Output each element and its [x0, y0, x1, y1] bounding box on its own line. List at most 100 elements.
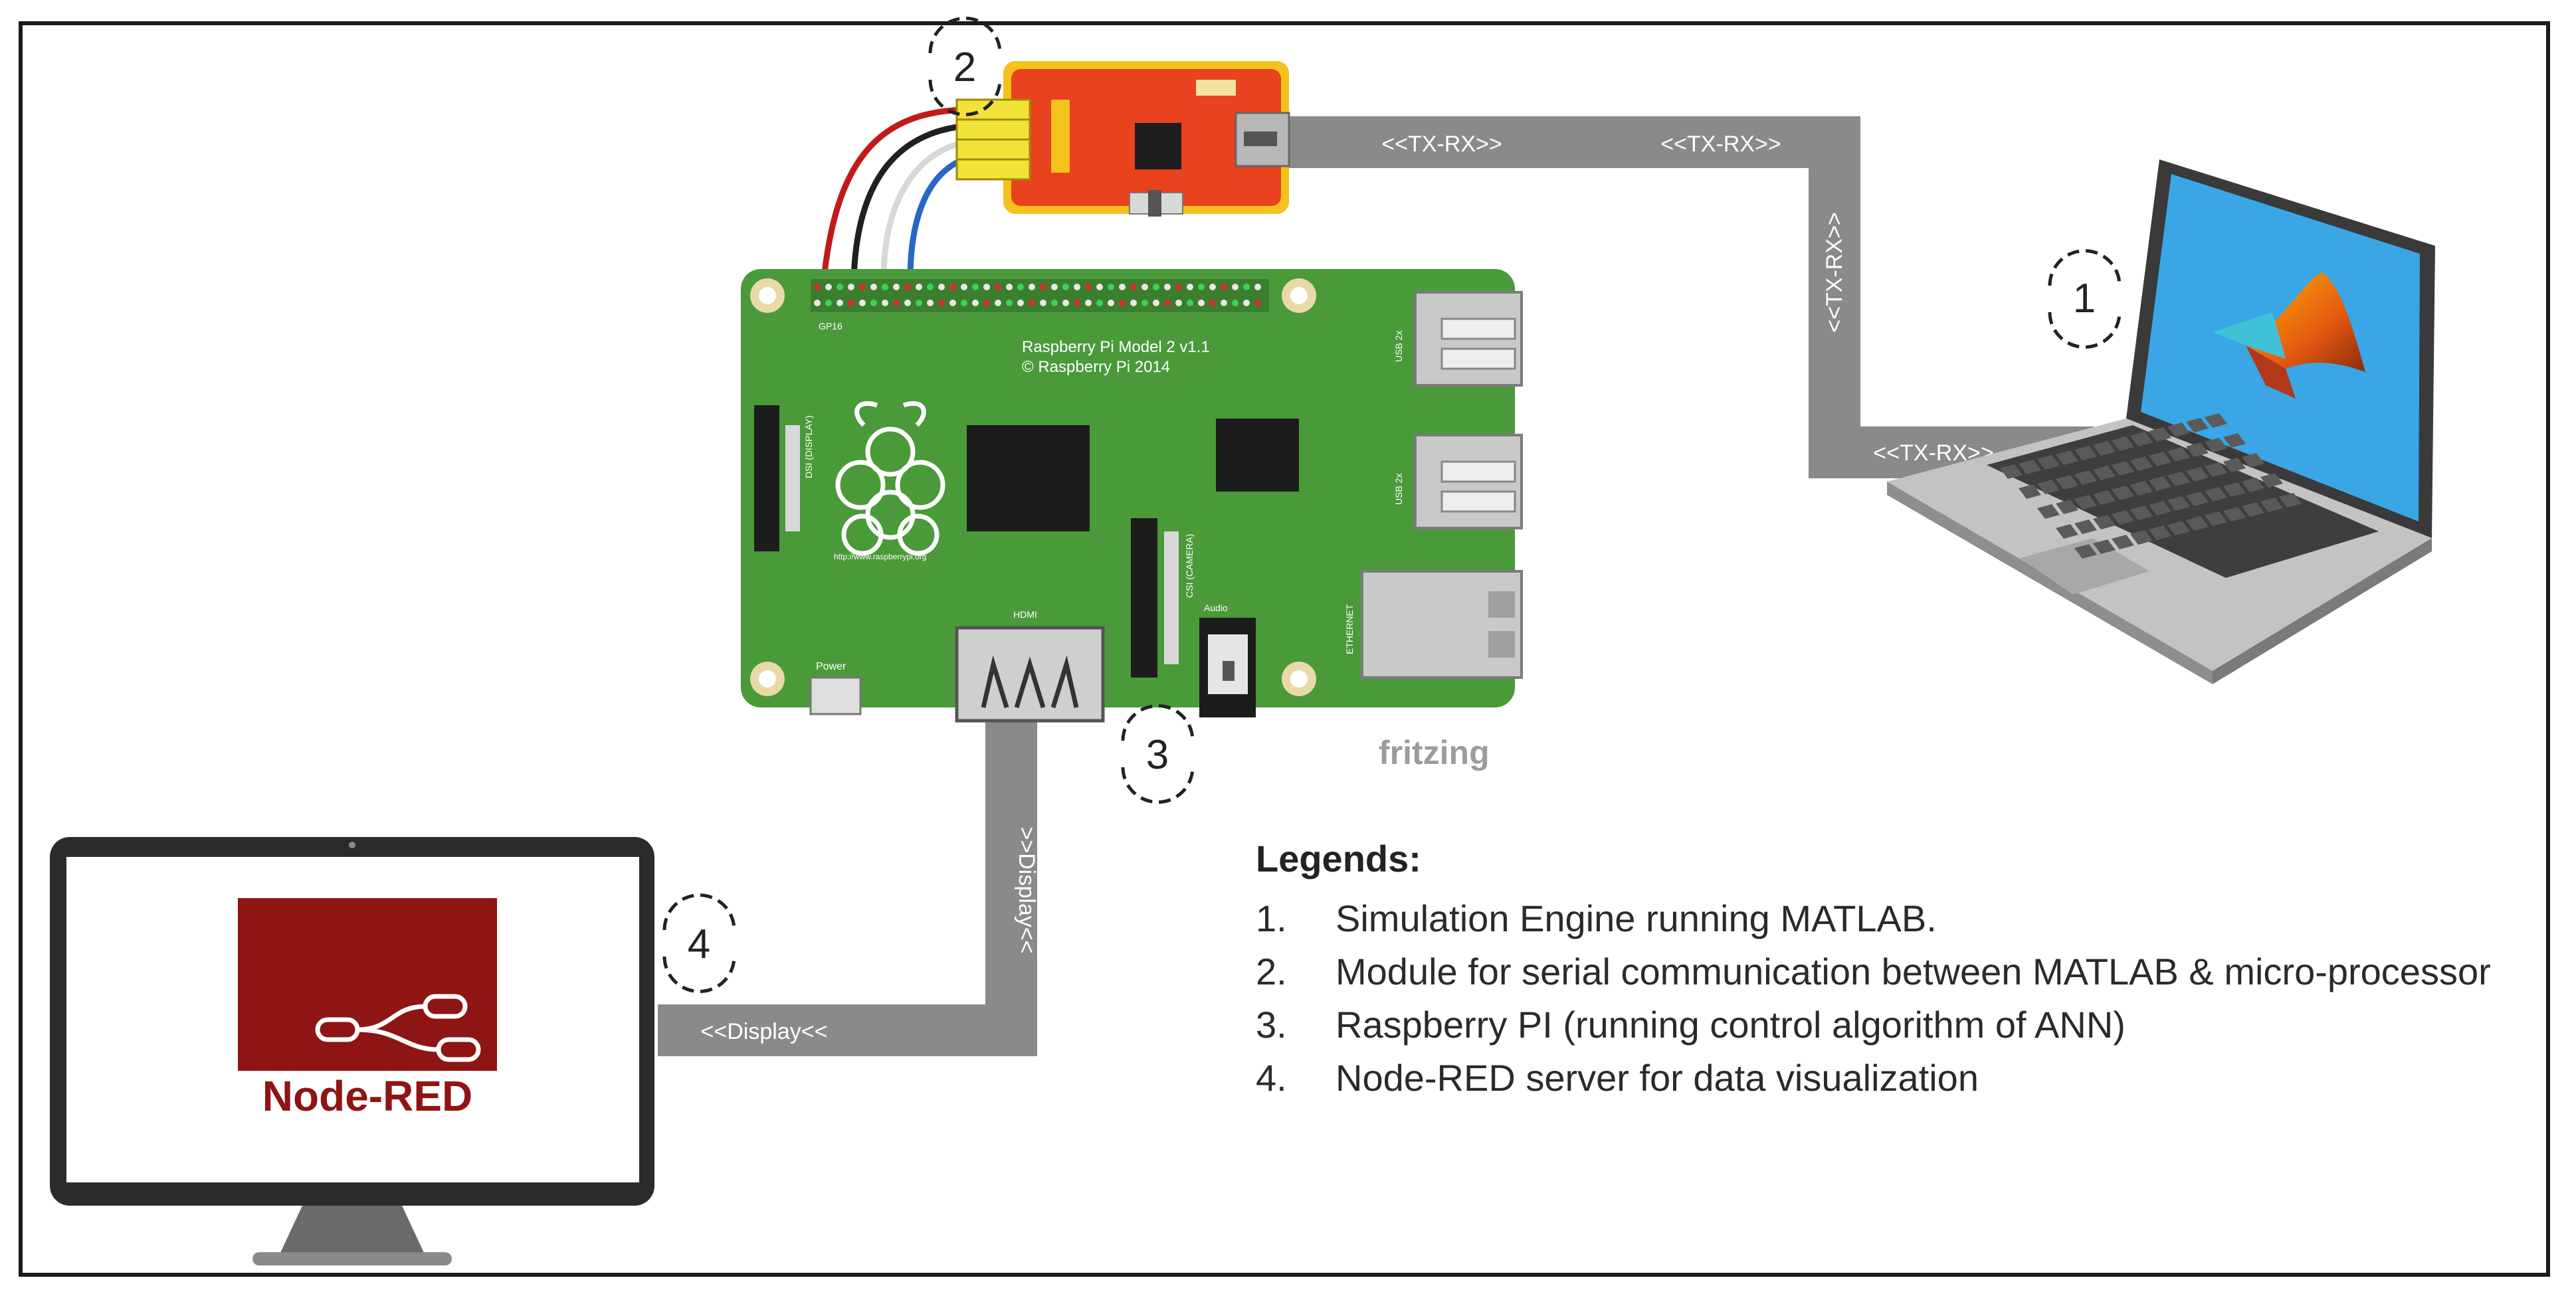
- gpio-pin: [1198, 284, 1205, 290]
- laptop-key: [2056, 500, 2078, 514]
- gpio-pin: [927, 300, 934, 306]
- marker-1: 1: [2048, 249, 2122, 349]
- laptop-key: [2223, 458, 2246, 472]
- gpio-pin: [1006, 300, 1013, 306]
- laptop-key: [2205, 487, 2227, 502]
- laptop-key: [2223, 482, 2246, 497]
- gpio-pin: [814, 284, 821, 290]
- board-usb2-text: USB 2x: [1393, 474, 1404, 505]
- tx-rx-label-top-right: <<TX-RX>>: [1660, 132, 1781, 157]
- gpio-pin: [1141, 284, 1148, 290]
- gpio-pin: [938, 284, 945, 290]
- marker-4: 4: [662, 893, 736, 993]
- gpio-pin: [893, 284, 900, 290]
- gpio-pin: [1243, 300, 1250, 306]
- laptop-key: [2149, 525, 2171, 540]
- gpio-pin: [870, 284, 877, 290]
- legend-item-text: Module for serial communication between …: [1336, 951, 2491, 992]
- laptop-key: [2093, 539, 2116, 554]
- legend-item-number: 3.: [1256, 1004, 1287, 1046]
- laptop-key: [2019, 484, 2041, 499]
- gpio-pin: [814, 300, 821, 306]
- gpio-pin: [1175, 284, 1182, 290]
- laptop-key: [2167, 422, 2190, 437]
- laptop-key: [2000, 464, 2023, 479]
- laptop-key: [2130, 481, 2153, 496]
- gpio-pin: [1119, 284, 1126, 290]
- gpio-pin: [1164, 300, 1171, 306]
- gpio-pin: [916, 284, 922, 290]
- gpio-pin: [1074, 300, 1080, 306]
- monitor: Node-RED: [50, 837, 654, 1265]
- nodered-logo-text: Node-RED: [262, 1072, 472, 1120]
- gpio-pin: [1108, 284, 1114, 290]
- gpio-pin: [927, 284, 934, 290]
- laptop-key: [2167, 472, 2190, 486]
- legend-item-number: 4.: [1256, 1057, 1287, 1099]
- gpio-pin: [995, 284, 1001, 290]
- display-label-vertical: >>Display<<: [1014, 827, 1039, 954]
- gpio-pin: [1119, 300, 1126, 306]
- laptop-key: [2186, 492, 2209, 506]
- raspberry-pi-board: Raspberry Pi Model 2 v1.1 © Raspberry Pi…: [741, 269, 1523, 723]
- gpio-pin: [1153, 300, 1159, 306]
- marker-2: 2: [928, 17, 1002, 116]
- matlab-logo: [2213, 272, 2365, 399]
- board-hdmi-text: HDMI: [1013, 609, 1037, 620]
- laptop-key: [2112, 486, 2134, 500]
- gpio-pin: [1254, 284, 1261, 290]
- board-url-text: http://www.raspberrypi.org: [834, 552, 926, 561]
- gpio-pin: [1085, 284, 1092, 290]
- board-display-text: DSI (DISPLAY): [803, 415, 814, 478]
- laptop-key: [2205, 438, 2227, 452]
- board-model-text: Raspberry Pi Model 2 v1.1: [1022, 338, 1210, 356]
- gpio-pin: [1096, 284, 1103, 290]
- board-power-text: Power: [816, 661, 846, 672]
- laptop-key: [2205, 413, 2227, 428]
- gpio-pin: [1006, 284, 1013, 290]
- gpio-pin: [1051, 284, 1058, 290]
- laptop-key: [2112, 461, 2134, 476]
- laptop-key: [2167, 521, 2190, 535]
- laptop-key: [2205, 511, 2227, 526]
- marker-4-number: 4: [688, 921, 710, 967]
- gpio-pin: [1096, 300, 1103, 306]
- gpio-pin: [949, 284, 956, 290]
- gpio-pin: [1040, 300, 1046, 306]
- outer-frame: [19, 21, 2550, 1277]
- gpio-pin: [1232, 300, 1238, 306]
- gpio-pin: [1074, 284, 1080, 290]
- gpio-pin: [904, 284, 911, 290]
- laptop-key: [2260, 498, 2283, 512]
- gpio-pin: [859, 300, 866, 306]
- laptop-key: [2130, 456, 2153, 471]
- gpio-pin: [1029, 300, 1035, 306]
- laptop-key: [2279, 493, 2302, 508]
- board-copyright-text: © Raspberry Pi 2014: [1022, 358, 1170, 376]
- laptop-key: [2242, 453, 2264, 468]
- gpio-pin: [1108, 300, 1114, 306]
- laptop-key: [2242, 502, 2264, 517]
- gpio-pin: [1187, 284, 1193, 290]
- laptop-key: [2037, 504, 2060, 519]
- gpio-pin: [1130, 284, 1137, 290]
- gpio-pin: [1221, 284, 1227, 290]
- board-usb1-text: USB 2x: [1393, 331, 1404, 362]
- gpio-pin: [961, 300, 967, 306]
- laptop-key: [2112, 510, 2134, 525]
- laptop-key: [2130, 530, 2153, 545]
- legend-item-text: Node-RED server for data visualization: [1336, 1057, 1979, 1099]
- laptop-key: [2186, 467, 2209, 482]
- gpio-pin: [1254, 300, 1261, 306]
- legend-item: 4. Node-RED server for data visualizatio…: [1256, 1052, 2518, 1105]
- jumper-wires: [821, 106, 967, 282]
- gpio-pin: [1062, 300, 1069, 306]
- laptop: [1887, 159, 2435, 684]
- laptop-key: [2149, 452, 2171, 466]
- laptop-key: [2130, 506, 2153, 520]
- legend-title: Legends:: [1256, 838, 1421, 880]
- display-label-horizontal: <<Display<<: [701, 1019, 828, 1044]
- laptop-key: [2260, 473, 2283, 488]
- gpio-pin: [1164, 284, 1171, 290]
